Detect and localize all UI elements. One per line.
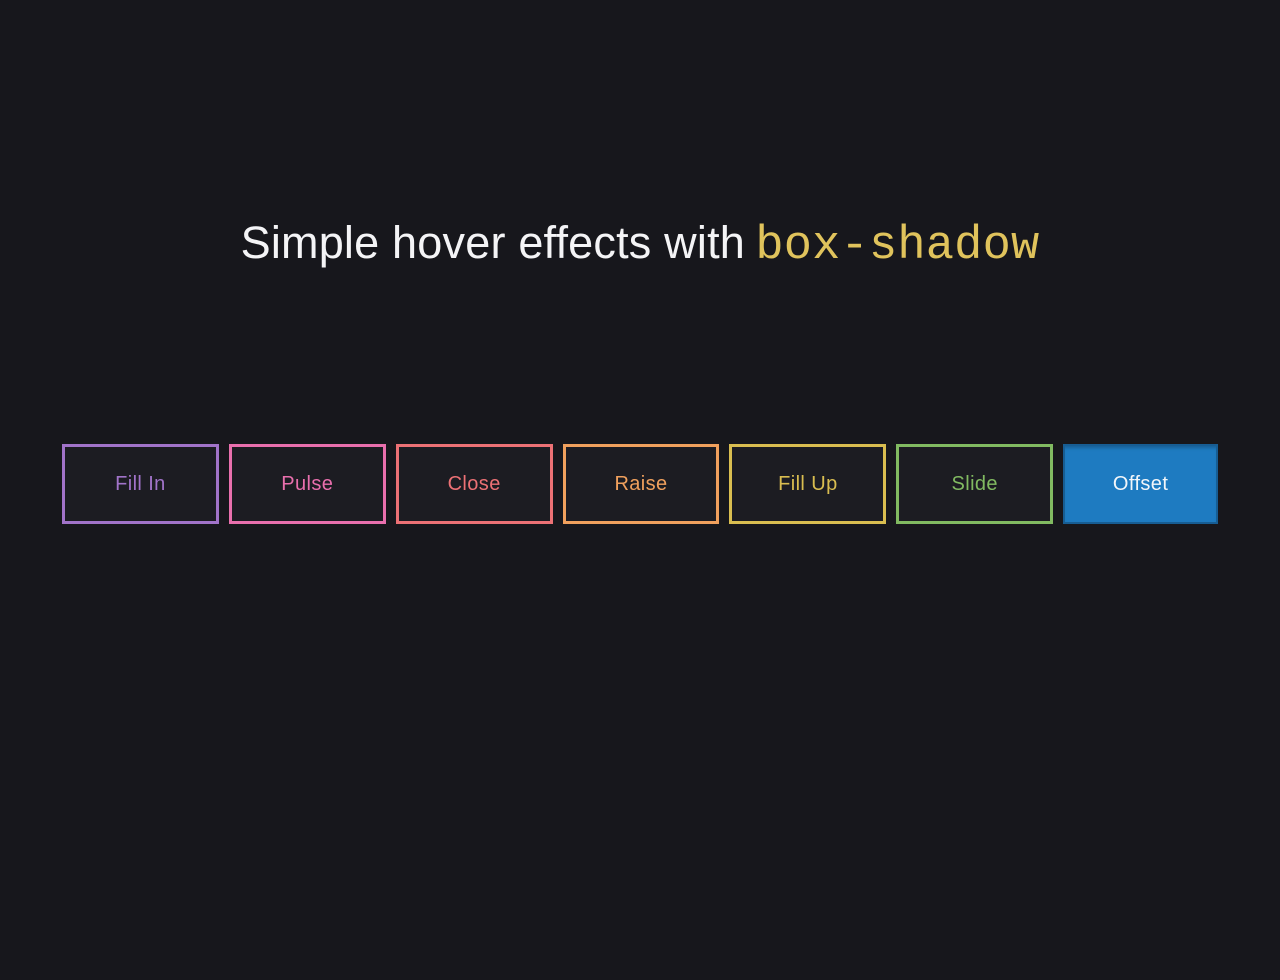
page-title-text: Simple hover effects with (240, 217, 746, 268)
page-title-code: box-shadow (755, 220, 1040, 273)
button-raise[interactable]: Raise (562, 444, 720, 524)
button-row: Fill In Pulse Close Raise Fill Up Slide … (62, 444, 1219, 524)
button-fill-up[interactable]: Fill Up (729, 444, 887, 524)
button-pulse[interactable]: Pulse (228, 444, 386, 524)
button-fill-in[interactable]: Fill In (62, 444, 219, 524)
button-close[interactable]: Close (395, 444, 553, 524)
button-offset[interactable]: Offset (1063, 444, 1219, 524)
button-slide[interactable]: Slide (896, 444, 1054, 524)
